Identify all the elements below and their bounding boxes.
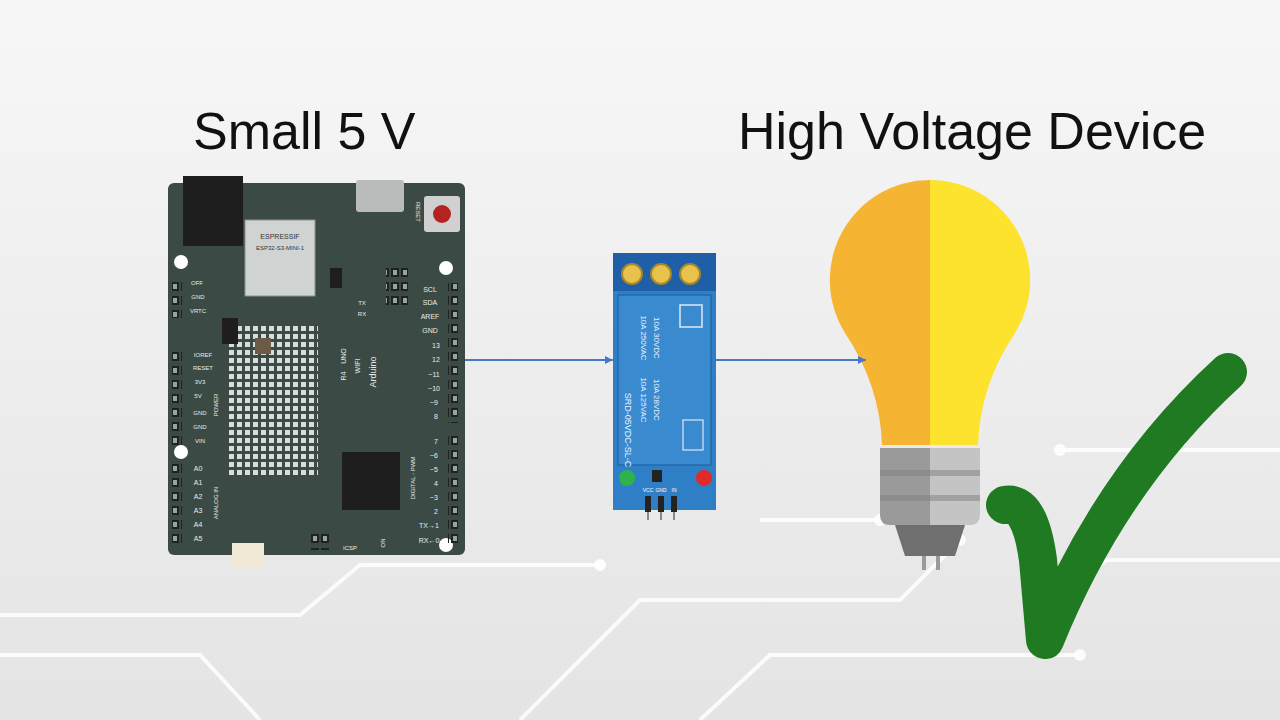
silkscreen-label: A4: [194, 521, 203, 528]
silkscreen-label: UNO: [340, 348, 347, 364]
check-mark: [1005, 372, 1228, 640]
silkscreen-label: 10A 30VDC: [652, 317, 660, 359]
part-number: SRD-05VDC-SL-C: [623, 393, 632, 468]
silkscreen-label: ESP32-S3-MINI-1: [256, 245, 304, 251]
silkscreen-label: ~11: [428, 371, 439, 378]
silkscreen-label: WIFI: [354, 359, 361, 374]
silkscreen-label: 12: [432, 356, 440, 363]
silkscreen-label: VCC: [643, 488, 654, 493]
silkscreen-label: 5V: [194, 393, 201, 399]
silkscreen-label: 8: [434, 413, 438, 420]
silkscreen-label: ICSP: [343, 545, 357, 551]
relay-module: [613, 253, 716, 520]
silkscreen-label: TX: [358, 300, 366, 306]
silkscreen-label: 10A 125VAC: [639, 377, 647, 422]
signal-arrow: [716, 359, 866, 361]
silkscreen-label: 7: [434, 438, 438, 445]
silkscreen-label: ~10: [428, 385, 440, 392]
node-heading: Small 5 V: [193, 105, 416, 157]
silkscreen-label: GND: [193, 410, 206, 416]
silkscreen-label: 10A 250VAC: [639, 315, 647, 360]
arduino-board: [168, 176, 465, 567]
silkscreen-label: 2: [434, 508, 438, 515]
silkscreen-label: SCL: [423, 286, 437, 293]
silkscreen-label: 13: [432, 342, 440, 349]
silkscreen-label: ANALOG IN: [213, 487, 219, 520]
silkscreen-label: A5: [194, 535, 203, 542]
signal-arrow: [465, 359, 613, 361]
relay-module: SRD-05VDC-SL-C: [613, 253, 716, 510]
silkscreen-label: A1: [194, 479, 203, 486]
silkscreen-label: IOREF: [194, 352, 212, 358]
silkscreen-label: 4: [434, 480, 438, 487]
silkscreen-label: ~9: [430, 399, 438, 406]
silkscreen-label: RESET: [193, 365, 213, 371]
silkscreen-label: GND: [191, 294, 204, 300]
silkscreen-label: VIN: [195, 438, 205, 444]
silkscreen-label: R4: [340, 372, 347, 381]
light-bulb: High Voltage Device: [866, 183, 994, 573]
silkscreen-label: DIGITAL - PWM: [410, 457, 416, 500]
silkscreen-label: OFF: [191, 280, 203, 286]
silkscreen-label: ~6: [430, 452, 438, 459]
silkscreen-label: TX→1: [419, 522, 439, 529]
silkscreen-label: SDA: [423, 299, 437, 306]
silkscreen-label: VRTC: [190, 308, 206, 314]
silkscreen-label: ~5: [430, 466, 438, 473]
silkscreen-label: Arduino: [369, 356, 378, 387]
silkscreen-label: A0: [194, 465, 203, 472]
silkscreen-label: RX: [358, 311, 366, 317]
silkscreen-label: GND: [422, 327, 438, 334]
silkscreen-label: 10A 28VDC: [652, 379, 660, 421]
node-heading: High Voltage Device: [738, 105, 1206, 157]
silkscreen-label: ESPRESSIF: [260, 233, 299, 240]
silkscreen-label: POWER: [213, 394, 219, 417]
silkscreen-label: IN: [672, 488, 677, 493]
silkscreen-label: GND: [193, 424, 206, 430]
silkscreen-label: RX←0: [419, 537, 440, 544]
silkscreen-label: ON: [380, 539, 386, 548]
silkscreen-label: AREF: [421, 313, 440, 320]
silkscreen-label: A2: [194, 493, 203, 500]
silkscreen-label: RESET: [415, 202, 421, 222]
silkscreen-label: 3V3: [195, 379, 206, 385]
silkscreen-label: GND: [655, 488, 666, 493]
silkscreen-label: ~3: [430, 494, 438, 501]
silkscreen-label: A3: [194, 507, 203, 514]
